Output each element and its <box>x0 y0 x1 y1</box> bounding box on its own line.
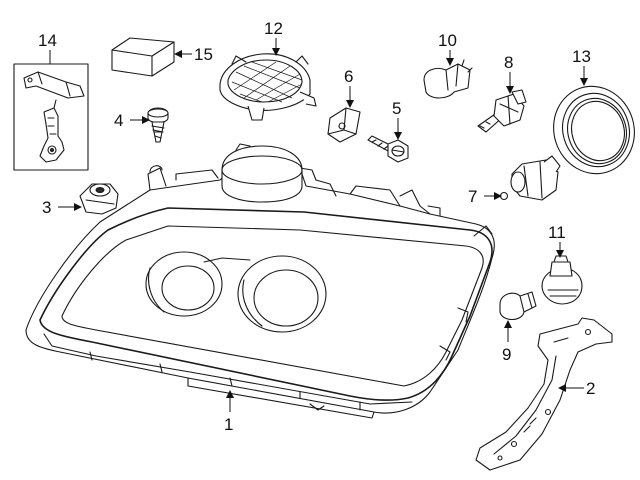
part-5-bolt <box>367 135 409 163</box>
callout-6: 6 <box>344 67 353 86</box>
callout-10: 10 <box>438 31 457 50</box>
callouts: 1 2 3 4 5 6 7 8 9 10 <box>38 19 595 434</box>
callout-5: 5 <box>392 99 401 118</box>
part-13-seal-ring <box>553 85 635 175</box>
callout-11: 11 <box>548 223 566 242</box>
part-3-adjuster <box>79 183 119 215</box>
part-9-bulb <box>499 291 537 321</box>
callout-2: 2 <box>586 379 595 398</box>
part-6-clip-nut <box>327 107 361 143</box>
callout-8: 8 <box>504 53 513 72</box>
part-10-bulb <box>423 59 473 99</box>
callout-4: 4 <box>114 111 123 130</box>
callout-13: 13 <box>572 47 591 66</box>
callout-7: 7 <box>468 187 477 206</box>
callout-15: 15 <box>194 45 213 64</box>
part-8-h7-bulb <box>477 89 527 133</box>
part-12-cap <box>219 53 317 121</box>
part-14-bracket-kit <box>13 63 89 171</box>
callout-12: 12 <box>264 19 283 38</box>
part-2-bracket <box>475 317 613 471</box>
part-1-headlamp <box>25 143 495 419</box>
part-7-bulb-socket <box>499 155 561 201</box>
part-15-block <box>111 37 175 77</box>
part-4-screw <box>147 107 169 143</box>
callout-9: 9 <box>502 345 511 364</box>
part-11-socket <box>541 255 583 305</box>
callout-3: 3 <box>42 198 51 217</box>
callout-14: 14 <box>38 31 57 50</box>
callout-1: 1 <box>224 415 233 434</box>
